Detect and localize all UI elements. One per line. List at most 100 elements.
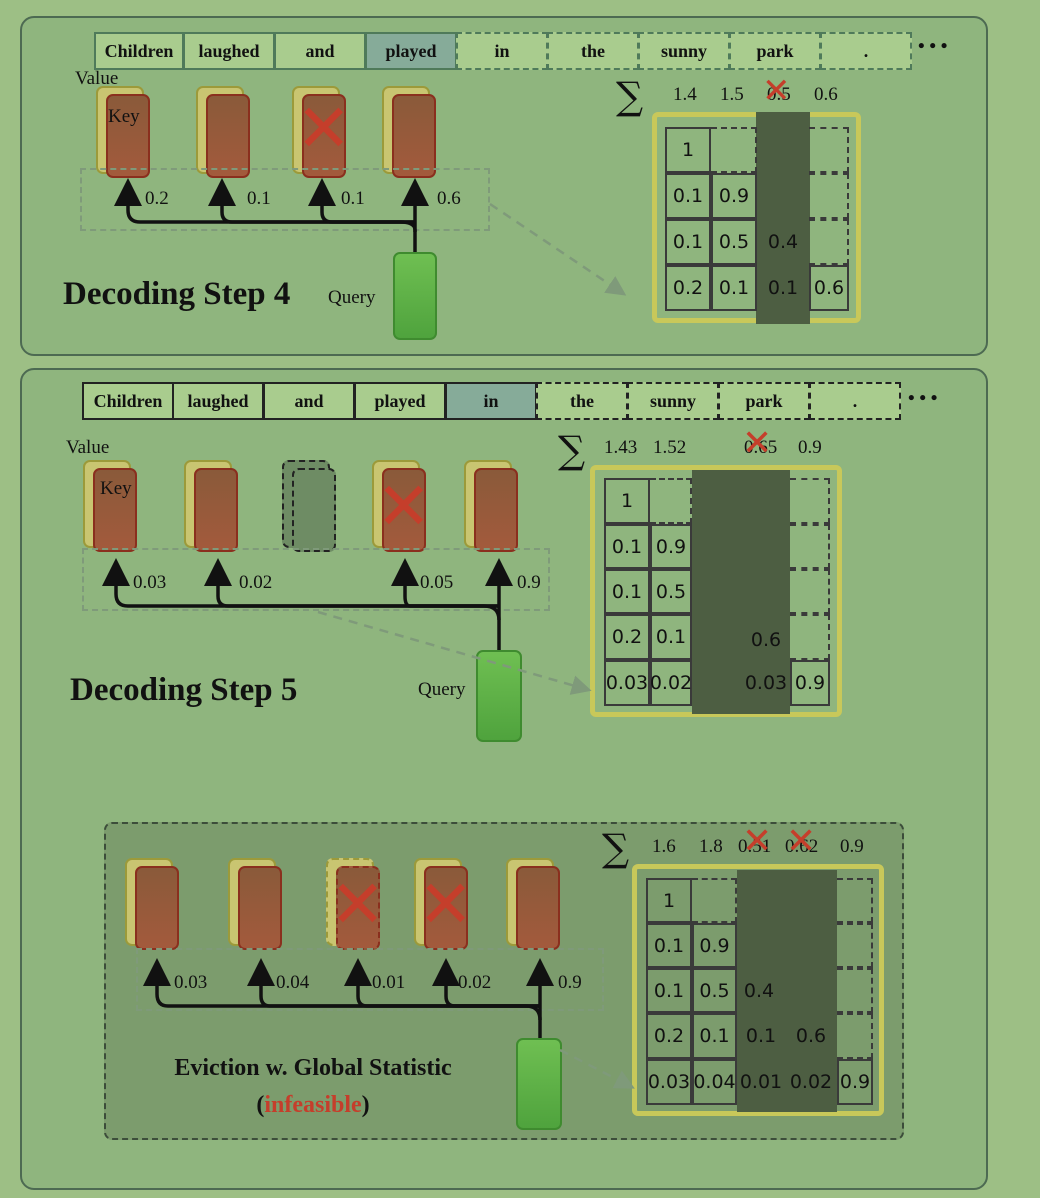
token-future: sunny bbox=[638, 32, 730, 70]
column-sum: 0.5 bbox=[767, 84, 791, 105]
column-sum: 0.6 bbox=[814, 84, 838, 105]
token-current: played bbox=[365, 32, 457, 70]
matrix-link-arrow bbox=[559, 1048, 635, 1089]
attention-weight: 0.02 bbox=[239, 572, 273, 593]
kv-cache-block bbox=[83, 460, 141, 552]
attention-region bbox=[136, 948, 604, 1011]
attention-weight: 0.9 bbox=[517, 572, 541, 593]
matrix-cell bbox=[790, 614, 830, 660]
attention-weight: 0.03 bbox=[174, 972, 208, 993]
attention-weight: 0.02 bbox=[458, 972, 492, 993]
kv-cache-block bbox=[125, 858, 183, 950]
kv-cache-block bbox=[464, 460, 522, 552]
matrix-cell: 0.1 bbox=[711, 265, 757, 311]
token: Children bbox=[82, 382, 174, 420]
matrix-cell: 0.1 bbox=[692, 1013, 737, 1059]
column-sum: 0.65 bbox=[744, 437, 778, 458]
matrix-cell bbox=[809, 219, 849, 265]
matrix-cell: 0.04 bbox=[692, 1059, 737, 1105]
query-to-key-arrows-step4 bbox=[114, 178, 429, 252]
matrix-cell bbox=[790, 478, 830, 524]
kv-cache-block-evicted bbox=[414, 858, 472, 950]
matrix-cell: 0.9 bbox=[650, 524, 692, 569]
token: and bbox=[263, 382, 355, 420]
matrix-cell bbox=[837, 878, 873, 923]
matrix-cell: 0.03 bbox=[646, 1059, 692, 1105]
column-sum: 1.43 bbox=[604, 437, 638, 458]
attention-weight: 0.01 bbox=[372, 972, 406, 993]
value-label: Value bbox=[75, 68, 119, 89]
evict-x-icon: ✕ bbox=[296, 90, 352, 167]
attention-matrix-step5 bbox=[590, 465, 842, 717]
evicted-column bbox=[756, 112, 810, 324]
matrix-cell bbox=[809, 173, 849, 219]
attention-region bbox=[82, 548, 550, 611]
matrix-cell: 0.1 bbox=[646, 923, 692, 968]
attention-region bbox=[80, 168, 490, 231]
column-sum: 1.4 bbox=[673, 84, 697, 105]
matrix-cell: 0.9 bbox=[790, 660, 830, 706]
kv-cache-block-evicted bbox=[292, 86, 350, 178]
matrix-cell: 0.1 bbox=[604, 569, 650, 614]
attention-weight: 0.6 bbox=[437, 188, 461, 209]
matrix-cell: 0.1 bbox=[650, 614, 692, 660]
query-block bbox=[516, 1038, 562, 1130]
token: Children bbox=[94, 32, 184, 70]
column-sum: 0.9 bbox=[798, 437, 822, 458]
query-to-key-arrows-step5 bbox=[102, 558, 513, 650]
column-sum: 1.5 bbox=[720, 84, 744, 105]
matrix-cell: 0.1 bbox=[745, 1025, 777, 1047]
column-sum: 0.51 bbox=[738, 836, 772, 857]
kv-cache-block-evicted bbox=[326, 858, 384, 950]
matrix-cell bbox=[809, 127, 849, 173]
matrix-cell: 1 bbox=[604, 478, 650, 524]
step4-heading: Decoding Step 4 bbox=[63, 276, 291, 312]
matrix-cell: 0.6 bbox=[795, 1025, 827, 1047]
matrix-cell: 1 bbox=[646, 878, 692, 923]
matrix-cell: 0.6 bbox=[809, 265, 849, 311]
kv-cache-block-removed bbox=[282, 460, 340, 552]
matrix-cell: 0.9 bbox=[837, 1059, 873, 1105]
evict-x-icon: ✕ bbox=[786, 821, 817, 862]
infeasible-label: infeasible bbox=[264, 1092, 362, 1119]
value-label: Value bbox=[66, 437, 110, 458]
ellipsis: • • • bbox=[918, 36, 948, 57]
token-future: in bbox=[456, 32, 548, 70]
matrix-cell bbox=[650, 478, 692, 524]
kv-cache-block-evicted bbox=[372, 460, 430, 552]
token: laughed bbox=[172, 382, 264, 420]
matrix-cell bbox=[837, 968, 873, 1013]
token-future: . bbox=[809, 382, 901, 420]
attention-weight: 0.05 bbox=[420, 572, 454, 593]
matrix-cell: 0.1 bbox=[604, 524, 650, 569]
kv-cache-block bbox=[184, 460, 242, 552]
token-future: park bbox=[729, 32, 821, 70]
query-label: Query bbox=[328, 287, 376, 308]
matrix-cell: 0.2 bbox=[665, 265, 711, 311]
matrix-cell: 0.01 bbox=[739, 1071, 783, 1093]
matrix-cell bbox=[790, 524, 830, 569]
token: and bbox=[274, 32, 366, 70]
matrix-cell bbox=[837, 923, 873, 968]
kv-cache-block bbox=[196, 86, 254, 178]
column-sum: 1.8 bbox=[699, 836, 723, 857]
attention-weight: 0.2 bbox=[145, 188, 169, 209]
query-block bbox=[476, 650, 522, 742]
matrix-cell: 0.03 bbox=[744, 672, 788, 694]
matrix-cell: 1 bbox=[665, 127, 711, 173]
evicted-column bbox=[737, 870, 837, 1112]
query-to-key-arrows-global bbox=[143, 958, 554, 1038]
evict-x-icon: ✕ bbox=[742, 821, 773, 862]
matrix-cell: 0.1 bbox=[646, 968, 692, 1013]
sigma-icon: ∑ bbox=[558, 428, 586, 472]
attention-weight: 0.9 bbox=[558, 972, 582, 993]
attention-weight: 0.1 bbox=[341, 188, 365, 209]
matrix-cell bbox=[790, 569, 830, 614]
matrix-cell: 0.1 bbox=[767, 277, 799, 299]
matrix-cell bbox=[837, 1013, 873, 1059]
matrix-cell: 0.02 bbox=[650, 660, 692, 706]
global-heading: Eviction w. Global Statistic (infeasible… bbox=[138, 1050, 488, 1124]
token-future: the bbox=[536, 382, 628, 420]
ellipsis: • • • bbox=[908, 388, 938, 409]
matrix-cell: 0.5 bbox=[692, 968, 737, 1013]
